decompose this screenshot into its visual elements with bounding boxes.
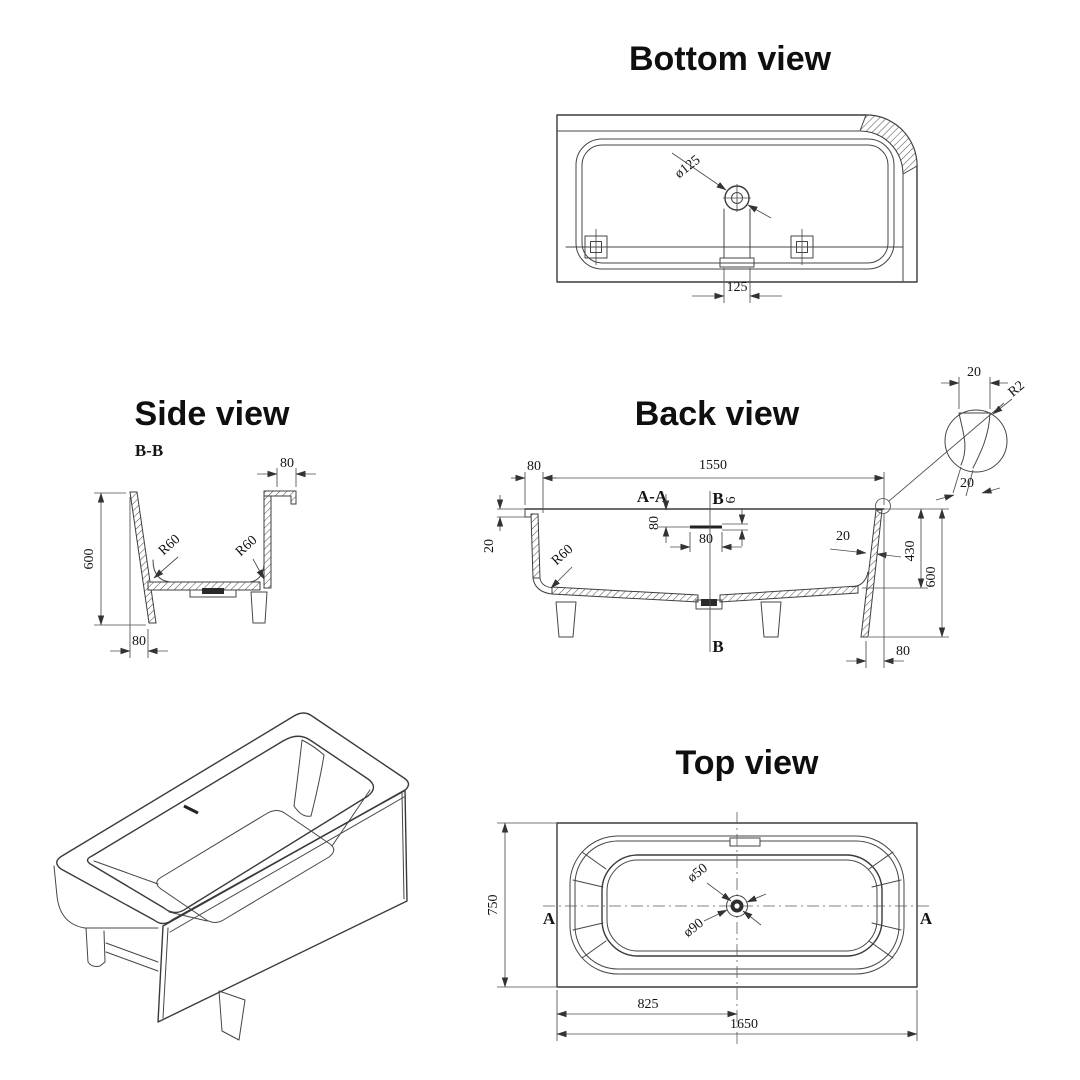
- side-radius-right: R60: [233, 533, 260, 560]
- side-base-offset: 80: [132, 634, 146, 649]
- top-length-dims: 825 1650: [556, 990, 918, 1041]
- bottom-view-outline: [556, 114, 918, 283]
- back-inner-depth: 430: [903, 541, 918, 562]
- back-view-title: Back view: [635, 395, 800, 433]
- tub-3d-body: [53, 789, 408, 1023]
- bottom-view-title: Bottom view: [629, 40, 832, 78]
- back-radius: R60: [549, 542, 576, 569]
- top-drain-callouts: ø50 ø90: [681, 861, 767, 941]
- back-rim-width: 80: [527, 459, 541, 474]
- view-perspective: [53, 712, 410, 1041]
- top-section-left: A: [543, 909, 556, 928]
- back-overflow-depth: 80: [647, 516, 662, 530]
- detail-radius: R2: [1006, 378, 1028, 400]
- back-height: 600: [924, 567, 939, 588]
- back-view-shell: [524, 491, 885, 652]
- back-wall-thickness: 20: [836, 529, 850, 544]
- detail-width-top: 20: [967, 365, 981, 380]
- bottom-drain-diameter: ø125: [672, 153, 703, 182]
- side-radius-callouts: R60 R60: [153, 532, 265, 580]
- back-detail-bubble: 20 R2 20: [875, 365, 1028, 514]
- top-view-title: Top view: [676, 744, 819, 782]
- detail-width-bottom: 20: [960, 476, 974, 491]
- top-section-right: A: [920, 909, 933, 928]
- bottom-view-feet: [584, 229, 814, 265]
- bottom-view-drain: [719, 184, 755, 268]
- top-length: 1650: [730, 1017, 758, 1032]
- view-side: Side view B-B 600 80: [82, 395, 316, 658]
- view-bottom: Bottom view: [556, 40, 918, 303]
- back-overflow-gap: 6: [724, 497, 739, 504]
- back-section-b-bottom: B: [712, 637, 723, 656]
- back-section-b-top: B: [712, 489, 723, 508]
- back-base-offset: 80: [896, 644, 910, 659]
- side-height-dim: 600: [82, 492, 146, 626]
- side-radius-left: R60: [156, 532, 183, 559]
- overflow-notch: [729, 837, 761, 847]
- side-section-label: B-B: [135, 441, 163, 460]
- bottom-view-drain-dia-callout: ø125: [671, 152, 772, 219]
- back-wall-thickness-dim: 20: [829, 529, 902, 559]
- top-view-centerlines: [543, 812, 932, 1048]
- back-right-dims: 430 600 80: [846, 508, 949, 668]
- back-lip-height: 20: [482, 539, 497, 553]
- back-overflow-width: 80: [699, 532, 713, 547]
- back-section-aa: A-A: [637, 487, 668, 506]
- side-rim-width-dim: 80: [257, 456, 316, 487]
- tub-3d-legs: [85, 927, 246, 1041]
- tub-3d-interior: [93, 739, 371, 923]
- top-view-drain: [726, 895, 748, 917]
- top-drain-from-left: 825: [638, 997, 659, 1012]
- back-radius-callout: R60: [549, 542, 576, 589]
- top-width: 750: [486, 895, 501, 916]
- view-back: Back view A-A B B 80: [482, 365, 1028, 668]
- top-drain-diameter: ø50: [685, 861, 711, 886]
- side-view-title: Side view: [135, 395, 291, 433]
- back-overflow-dims: 80 6 80: [647, 494, 748, 552]
- back-lip-dim: 20: [482, 495, 525, 553]
- top-waste-diameter: ø90: [681, 916, 707, 941]
- side-height: 600: [82, 549, 97, 570]
- side-view-shell: [129, 490, 297, 624]
- side-base-offset-dim: 80: [110, 497, 168, 658]
- back-inner-length: 1550: [699, 458, 727, 473]
- view-top: Top view A A: [486, 744, 933, 1048]
- side-rim-width: 80: [280, 456, 294, 471]
- back-top-dims: 80 1550: [511, 458, 885, 513]
- top-width-dim: 750: [486, 822, 557, 988]
- bottom-drain-offset: 125: [727, 280, 748, 295]
- bottom-view-offset-dim: 125: [692, 268, 782, 303]
